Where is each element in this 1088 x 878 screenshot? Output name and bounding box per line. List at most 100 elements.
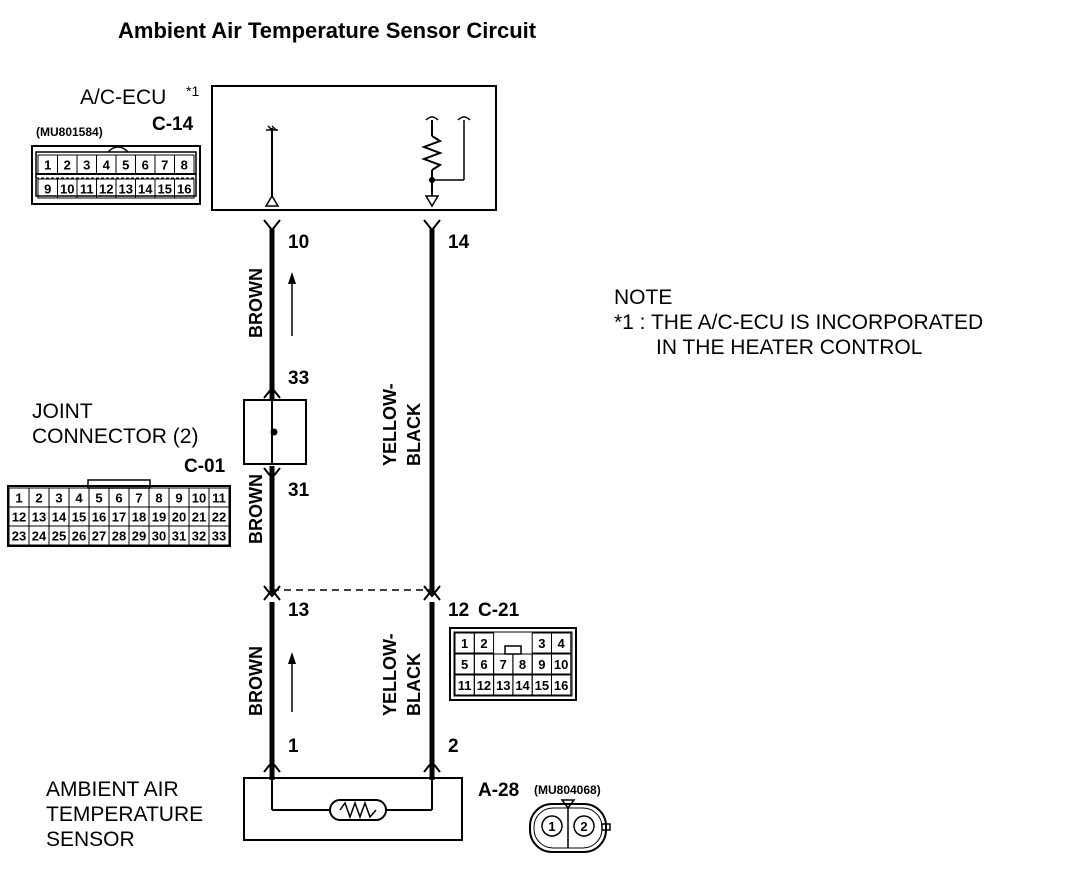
c21-pin: 5 — [461, 657, 468, 672]
c01-pin: 30 — [152, 529, 166, 544]
ecu-part-number: (MU801584) — [36, 125, 103, 139]
pin-sensor-1: 1 — [288, 736, 299, 757]
c01-pin: 23 — [12, 529, 26, 544]
sensor-label-line2: TEMPERATURE — [46, 803, 203, 826]
sensor-label-line3: SENSOR — [46, 828, 135, 851]
sensor-box — [243, 777, 463, 841]
c21-pin: 16 — [554, 678, 568, 693]
c21-pin-cell — [551, 632, 572, 654]
wire-label-yellow-lower-1: YELLOW- — [380, 633, 400, 716]
c21-pin-cell — [551, 674, 572, 696]
pin-sensor-2: 2 — [448, 736, 459, 757]
c01-pin: 15 — [72, 510, 86, 525]
wire-label-brown-middle: BROWN — [246, 474, 266, 544]
c14-pin: 9 — [44, 182, 51, 197]
c01-pin: 25 — [52, 529, 66, 544]
c01-pin: 12 — [12, 510, 26, 525]
c14-pin: 1 — [44, 158, 51, 173]
wire-label-yellow-upper-1: YELLOW- — [380, 383, 400, 466]
c01-pin: 32 — [192, 529, 206, 544]
plug-pin-1: 1 — [548, 819, 555, 834]
c14-pin: 16 — [177, 182, 191, 197]
c14-pin: 10 — [60, 182, 74, 197]
current-arrow-upper — [288, 272, 296, 336]
c14-pin: 11 — [80, 182, 94, 197]
joint-connector-id: C-01 — [184, 456, 226, 477]
c14-pin: 8 — [181, 158, 188, 173]
pin-ecu-10: 10 — [288, 232, 309, 253]
c01-pin: 18 — [132, 510, 146, 525]
c01-pin: 10 — [192, 491, 206, 506]
c01-pin-cell — [208, 525, 230, 546]
c01-pin: 11 — [212, 491, 226, 506]
c21-pin: 9 — [538, 657, 545, 672]
c01-pin: 2 — [35, 491, 42, 506]
c14-pin: 12 — [99, 182, 113, 197]
sensor-label-line1: AMBIENT AIR — [46, 778, 179, 801]
c01-pin: 17 — [112, 510, 126, 525]
pin-ecu-14: 14 — [448, 232, 470, 253]
c01-pin: 6 — [115, 491, 122, 506]
wire-label-yellow-lower-2: BLACK — [404, 653, 424, 716]
c21-pin: 11 — [458, 678, 472, 693]
c21-pin: 10 — [554, 657, 568, 672]
ecu-connector-id: C-14 — [152, 114, 194, 135]
joint-connector-box — [243, 399, 307, 465]
c01-pin: 27 — [92, 529, 106, 544]
pin-joint-33: 33 — [288, 368, 309, 389]
pin-joint-31: 31 — [288, 480, 310, 501]
c21-pin: 12 — [477, 678, 491, 693]
sensor-plug-face: 1 2 — [529, 799, 611, 853]
c21-pin: 8 — [519, 657, 526, 672]
c21-pin: 15 — [535, 678, 549, 693]
ecu-box — [211, 85, 497, 211]
c14-pin: 13 — [119, 182, 133, 197]
ecu-superscript: *1 — [186, 83, 199, 99]
note-heading: NOTE — [614, 286, 672, 309]
c01-pin: 20 — [172, 510, 186, 525]
sensor-part-number: (MU804068) — [534, 783, 601, 797]
c01-pin: 5 — [95, 491, 102, 506]
ecu-name: A/C-ECU — [80, 86, 166, 109]
c14-pin: 2 — [64, 158, 71, 173]
c01-pin: 22 — [212, 510, 226, 525]
c01-pin: 8 — [155, 491, 162, 506]
c21-pin: 1 — [461, 636, 468, 651]
ecu-ground-symbol — [264, 125, 280, 207]
pin-c21-13: 13 — [288, 600, 309, 621]
c01-pin: 31 — [172, 529, 186, 544]
c14-pin: 7 — [161, 158, 168, 173]
c21-pin-cell — [551, 653, 572, 675]
note-line2: IN THE HEATER CONTROL — [656, 336, 922, 359]
c01-pin: 33 — [212, 529, 226, 544]
c21-pin: 4 — [558, 636, 566, 651]
c21-pin: 3 — [538, 636, 545, 651]
sensor-connector-id: A-28 — [478, 780, 519, 801]
c21-pin: 2 — [480, 636, 487, 651]
joint-label-line2: CONNECTOR (2) — [32, 425, 198, 448]
c01-pin: 19 — [152, 510, 166, 525]
c01-pin: 16 — [92, 510, 106, 525]
c14-pin: 14 — [138, 182, 153, 197]
c21-pin: 6 — [480, 657, 487, 672]
joint-label-line1: JOINT — [32, 400, 93, 423]
wire-label-brown-upper: BROWN — [246, 268, 266, 338]
joint-splice-dot — [270, 428, 278, 436]
c01-pin: 3 — [55, 491, 62, 506]
diagram-title: Ambient Air Temperature Sensor Circuit — [118, 18, 537, 43]
c21-pin: 14 — [515, 678, 530, 693]
c01-pin: 13 — [32, 510, 46, 525]
c01-pin: 4 — [75, 491, 83, 506]
c21-pin-cell — [473, 632, 495, 654]
c01-pin: 21 — [192, 510, 206, 525]
c01-pin: 24 — [32, 529, 47, 544]
c14-pin: 4 — [103, 158, 111, 173]
c21-pin: 7 — [500, 657, 507, 672]
thermistor-symbol — [271, 778, 433, 821]
pin-c21-12: 12 — [448, 600, 469, 621]
c01-pin: 28 — [112, 529, 126, 544]
